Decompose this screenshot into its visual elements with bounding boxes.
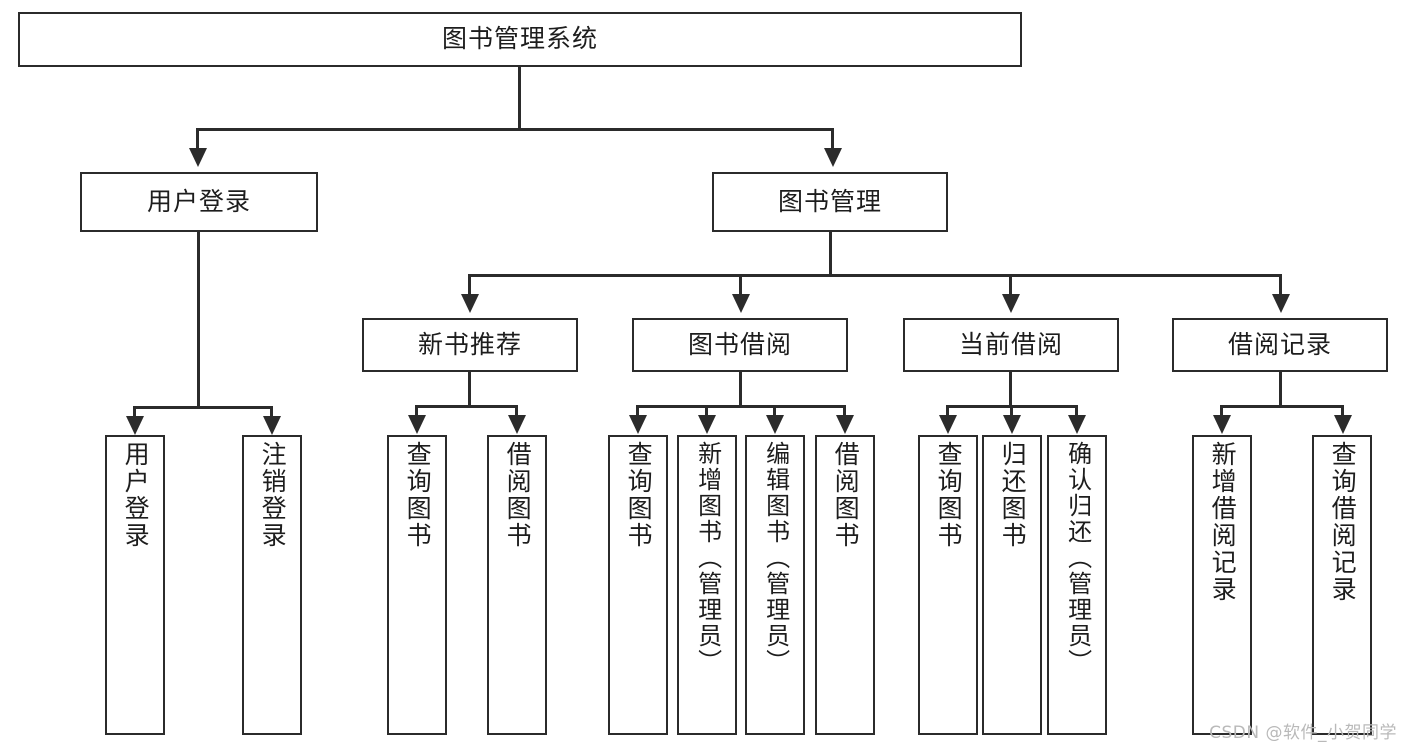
connector-newbook-stem	[468, 372, 471, 408]
node-label: 新书推荐	[417, 329, 522, 359]
leaf-borrow-book[interactable]: 借阅图书	[815, 435, 875, 735]
leaf-borrow-book-recommend[interactable]: 借阅图书	[487, 435, 547, 735]
connector-bookmgmt-bar	[468, 274, 1280, 277]
node-borrow-record[interactable]: 借阅记录	[1172, 318, 1388, 372]
node-root-system[interactable]: 图书管理系统	[18, 12, 1022, 67]
node-book-borrow[interactable]: 图书借阅	[632, 318, 848, 372]
connector-root-drop-1	[196, 128, 199, 150]
arrowhead-bookmgmt-2	[732, 294, 750, 313]
node-label: 归还图书	[998, 441, 1028, 549]
leaf-add-book-admin[interactable]: 新增图书（管理员）	[677, 435, 737, 735]
connector-bookborrow-drop-2	[705, 405, 708, 417]
arrowhead-borrowrecord-2	[1334, 415, 1352, 434]
connector-bookmgmt-drop-3	[1009, 274, 1012, 296]
arrowhead-bookborrow-1	[629, 415, 647, 434]
connector-bookborrow-drop-1	[636, 405, 639, 417]
connector-bookborrow-stem	[739, 372, 742, 408]
connector-userlogin-bar	[133, 406, 270, 409]
node-label: 编辑图书（管理员）	[761, 441, 790, 675]
arrowhead-currentborrow-1	[939, 415, 957, 434]
arrowhead-bookborrow-2	[698, 415, 716, 434]
connector-userlogin-drop-1	[133, 406, 136, 418]
node-user-login[interactable]: 用户登录	[80, 172, 318, 232]
leaf-add-borrow-record[interactable]: 新增借阅记录	[1192, 435, 1252, 735]
connector-borrowrecord-drop-1	[1220, 405, 1223, 417]
arrowhead-borrowrecord-1	[1213, 415, 1231, 434]
arrowhead-newbook-2	[508, 415, 526, 434]
leaf-query-book-recommend[interactable]: 查询图书	[387, 435, 447, 735]
connector-root-stem	[518, 67, 521, 130]
node-new-book-recommend[interactable]: 新书推荐	[362, 318, 578, 372]
connector-currentborrow-drop-3	[1075, 405, 1078, 417]
arrowhead-root-2	[824, 148, 842, 167]
connector-bookmgmt-stem	[829, 232, 832, 276]
leaf-query-borrow-record[interactable]: 查询借阅记录	[1312, 435, 1372, 735]
node-label: 新增图书（管理员）	[693, 441, 722, 675]
connector-newbook-drop-1	[415, 405, 418, 417]
arrowhead-currentborrow-2	[1003, 415, 1021, 434]
node-label: 图书借阅	[687, 329, 792, 359]
connector-bookmgmt-drop-1	[468, 274, 471, 296]
node-current-borrow[interactable]: 当前借阅	[903, 318, 1119, 372]
leaf-return-book[interactable]: 归还图书	[982, 435, 1042, 735]
node-label: 当前借阅	[958, 329, 1063, 359]
connector-root-drop-2	[831, 128, 834, 150]
node-label: 确认归还（管理员）	[1063, 441, 1092, 675]
arrowhead-bookborrow-4	[836, 415, 854, 434]
connector-currentborrow-drop-2	[1010, 405, 1013, 417]
node-label: 借阅图书	[503, 441, 533, 549]
connector-bookmgmt-drop-2	[739, 274, 742, 296]
connector-bookborrow-drop-4	[843, 405, 846, 417]
leaf-query-book-borrow[interactable]: 查询图书	[608, 435, 668, 735]
leaf-user-login[interactable]: 用户登录	[105, 435, 165, 735]
node-label: 注销登录	[258, 441, 288, 549]
connector-currentborrow-stem	[1009, 372, 1012, 408]
arrowhead-currentborrow-3	[1068, 415, 1086, 434]
leaf-confirm-return-admin[interactable]: 确认归还（管理员）	[1047, 435, 1107, 735]
connector-borrowrecord-drop-2	[1341, 405, 1344, 417]
node-label: 新增借阅记录	[1208, 441, 1238, 603]
node-label: 借阅图书	[831, 441, 861, 549]
leaf-edit-book-admin[interactable]: 编辑图书（管理员）	[745, 435, 805, 735]
arrowhead-bookmgmt-4	[1272, 294, 1290, 313]
node-label: 图书管理	[777, 186, 882, 216]
node-book-management[interactable]: 图书管理	[712, 172, 948, 232]
connector-newbook-bar	[415, 405, 518, 408]
connector-userlogin-drop-2	[270, 406, 273, 418]
node-label: 查询借阅记录	[1328, 441, 1358, 603]
connector-root-bar	[196, 128, 833, 131]
arrowhead-bookmgmt-1	[461, 294, 479, 313]
leaf-logout[interactable]: 注销登录	[242, 435, 302, 735]
watermark-text: CSDN @软件_小贺同学	[1209, 723, 1397, 743]
node-label: 查询图书	[934, 441, 964, 549]
connector-bookmgmt-drop-4	[1279, 274, 1282, 296]
connector-borrowrecord-stem	[1279, 372, 1282, 408]
connector-bookborrow-bar	[636, 405, 846, 408]
leaf-query-book-current[interactable]: 查询图书	[918, 435, 978, 735]
node-label: 查询图书	[403, 441, 433, 549]
arrowhead-bookmgmt-3	[1002, 294, 1020, 313]
node-label: 用户登录	[146, 186, 251, 216]
arrowhead-bookborrow-3	[766, 415, 784, 434]
connector-borrowrecord-bar	[1220, 405, 1344, 408]
node-label: 用户登录	[121, 441, 151, 549]
connector-bookborrow-drop-3	[773, 405, 776, 417]
arrowhead-userlogin-2	[263, 416, 281, 435]
node-label: 图书管理系统	[441, 24, 598, 54]
node-label: 查询图书	[624, 441, 654, 549]
arrowhead-root-1	[189, 148, 207, 167]
arrowhead-newbook-1	[408, 415, 426, 434]
connector-userlogin-stem	[197, 232, 200, 409]
arrowhead-userlogin-1	[126, 416, 144, 435]
connector-newbook-drop-2	[515, 405, 518, 417]
node-label: 借阅记录	[1227, 329, 1332, 359]
connector-currentborrow-drop-1	[946, 405, 949, 417]
